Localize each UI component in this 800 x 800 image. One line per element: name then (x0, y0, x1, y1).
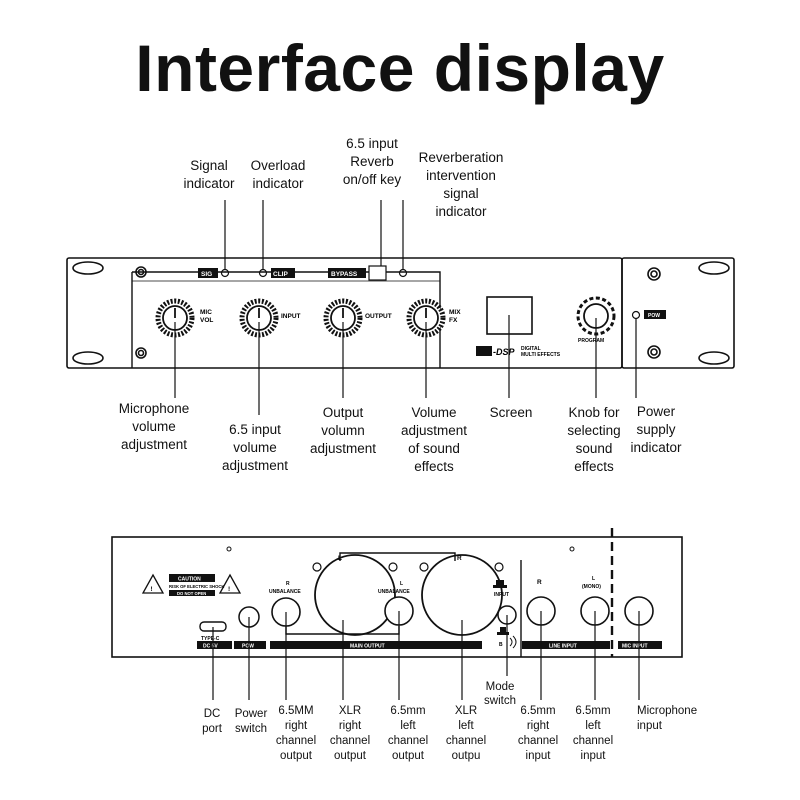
power-led (631, 310, 641, 320)
caption-screen: Screen (490, 405, 533, 420)
bt-icon: B (499, 642, 503, 648)
clip-led (258, 268, 268, 278)
line-mono-marker: (MONO) (582, 584, 601, 590)
back-leader-lines (212, 611, 640, 700)
rack-slot (72, 351, 104, 365)
mic-input-label: MIC INPUT (622, 644, 648, 650)
input-switch-label: INPUT (494, 592, 509, 598)
screw (647, 267, 661, 281)
main-output-label: MAIN OUTPUT (350, 644, 385, 650)
rack-slot (698, 261, 730, 275)
screw (226, 546, 232, 552)
screw (647, 345, 661, 359)
r-unbalance-label: UNBALANCE (269, 589, 301, 595)
l-unbalance-label: UNBALANCE (378, 589, 410, 595)
mic-vol-label-2: VOL (200, 317, 213, 324)
brand-name: -DSP (493, 347, 515, 357)
caution-line-1: RISK OF ELECTRIC SHOCK (169, 584, 224, 589)
screw (135, 347, 147, 359)
rack-slot (72, 261, 104, 275)
knob-mic-vol[interactable] (155, 298, 195, 338)
caution-title: CAUTION (178, 577, 201, 583)
front-indicator-strip: SIG CLIP BYPASS (198, 265, 408, 281)
xlr-l-marker: L (338, 555, 342, 562)
brand-logo: -DSP DIGITAL MULTI EFFECTS (476, 346, 561, 358)
typec-label: TYPE-C (201, 636, 220, 642)
bypass-label: BYPASS (331, 271, 358, 278)
brand-sub-1: DIGITAL (521, 346, 541, 352)
mix-fx-label-1: MIX (449, 309, 461, 316)
knob-output[interactable] (323, 298, 363, 338)
caution-label: ! CAUTION RISK OF ELECTRIC SHOCK DO NOT … (141, 573, 242, 596)
reverb-led (398, 268, 408, 278)
dc5v-label: DC 5V (203, 644, 218, 650)
page-title: Interface display (135, 31, 665, 105)
program-label: PROGRAM (578, 338, 604, 344)
output-knob-label: OUTPUT (365, 313, 392, 320)
reverb-key[interactable] (368, 265, 387, 281)
brand-sub-2: MULTI EFFECTS (521, 352, 561, 358)
mic-vol-label-1: MIC (200, 309, 212, 316)
l-label: L (400, 581, 403, 587)
r-label: R (286, 581, 290, 587)
sig-label: SIG (201, 271, 212, 278)
mix-fx-label-2: FX (449, 317, 458, 324)
pow-indicator-label: POW (648, 313, 660, 319)
pow-switch-label: POW (242, 644, 254, 650)
screw (569, 546, 575, 552)
xlr-right-output[interactable] (314, 554, 396, 636)
clip-label: CLIP (273, 271, 288, 278)
line-l-marker: L (592, 576, 595, 582)
line-input-label: LINE INPUT (549, 644, 577, 650)
svg-text:!: ! (151, 586, 153, 593)
screw (135, 266, 147, 278)
sig-led (220, 268, 230, 278)
input-knob-label: INPUT (281, 313, 301, 320)
line-r-marker: R (537, 579, 542, 586)
rack-slot (698, 351, 730, 365)
xlr-r-marker: R (457, 555, 462, 562)
front-panel (66, 257, 735, 369)
front-leader-lines (174, 200, 637, 415)
caution-line-2: DO NOT OPEN (177, 591, 206, 596)
svg-text:!: ! (228, 586, 230, 593)
back-panel (111, 536, 683, 658)
